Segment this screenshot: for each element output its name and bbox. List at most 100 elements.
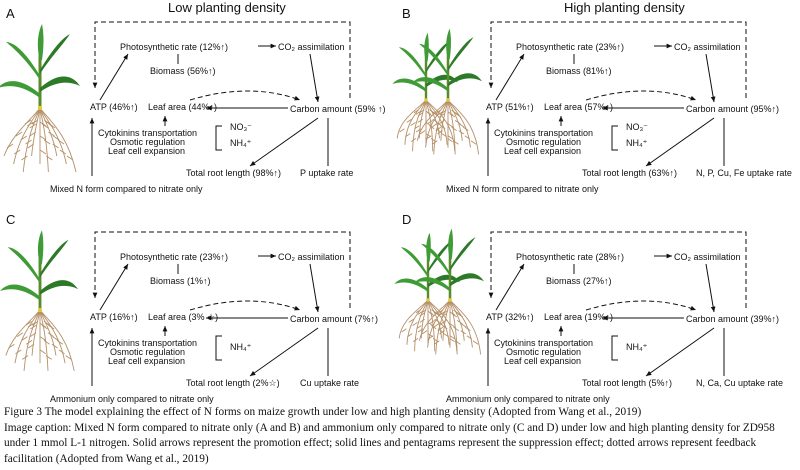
maize-plant [0,230,78,371]
arrow-co2-carbon [705,263,716,313]
maize-plant [412,28,482,155]
co2-assimilation-label: CO₂ assimilation [278,42,345,52]
maize-leaves [0,24,80,98]
root-system [5,309,75,371]
leaf-cell-expansion-label: Leaf cell expansion [504,356,581,366]
maize-leaves [0,230,78,301]
figure-caption: Figure 3 The model explaining the effect… [4,405,796,467]
atp-label: ATP (46%↑) [90,102,138,112]
co2-assimilation-label: CO₂ assimilation [674,42,741,52]
osmotic-regulation-label: Osmotic regulation [506,347,581,357]
leaf-cell-expansion-label: Leaf cell expansion [108,146,185,156]
panel-d: D Photosynthetic rate (28%↑) CO₂ assimilat… [394,212,783,404]
ion-label: NO₃⁻ [626,122,648,132]
total-root-length-label: Total root length (2%☆) [186,378,280,388]
maize-plant [414,228,484,355]
arrow-carbon-rootlength [645,327,715,377]
carbon-amount-label: Carbon amount (95%↑) [686,104,779,114]
stem-node [424,98,428,102]
leaf-area-label: Leaf area (19%↑) [544,312,613,322]
carbon-amount-label: Carbon amount (59% ↑) [290,104,386,114]
arrow-carbon-rootlength [249,117,319,167]
leaf-area-label: Leaf area (3% ☆) [148,312,218,322]
ion-label: NH₄⁺ [626,342,648,352]
biomass-label: Biomass (81%↑) [546,66,612,76]
feedback-leafarea-carbon [189,90,301,101]
total-root-length-label: Total root length (5%↑) [582,378,672,388]
arrow-co2-carbon [309,53,320,103]
stem-node [37,307,43,313]
feedback-arrow [92,21,351,98]
panel-letter: D [402,212,411,227]
feedback-arrow [92,231,351,308]
ion-bracket [611,335,618,361]
feedback-arrow [488,231,747,308]
photosynthetic-rate-label: Photosynthetic rate (28%↑) [516,252,624,262]
panel-footer-label: Mixed N form compared to nitrate only [446,184,599,194]
stem-node [37,105,43,111]
leaf-area-label: Leaf area (44%↑) [148,102,217,112]
leaf-cell-expansion-label: Leaf cell expansion [504,146,581,156]
photosynthetic-rate-label: Photosynthetic rate (12%↑) [120,42,228,52]
biomass-label: Biomass (27%↑) [546,276,612,286]
root-system [418,299,482,355]
panel-letter: B [402,6,411,21]
cytokinins-transportation-label: Cytokinins transportation [98,128,197,138]
photosynthetic-rate-label: Photosynthetic rate (23%↑) [120,252,228,262]
total-root-length-label: Total root length (98%↑) [186,168,281,178]
arrow-atp-photosynthesis [99,263,129,311]
panel-footer-label: Ammonium only compared to nitrate only [446,394,610,404]
uptake-rate-label: Cu uptake rate [300,378,359,388]
figure-caption-description: Image caption: Mixed N form compared to … [4,421,775,465]
feedback-arrow [488,21,747,98]
stem-node [426,298,430,302]
arrow-co2-carbon [309,263,320,313]
arrow-co2-carbon [705,53,716,103]
arrow-atp-photosynthesis [495,263,525,311]
panel-letter: C [6,212,15,227]
feedback-leafarea-carbon [585,90,697,101]
osmotic-regulation-label: Osmotic regulation [110,137,185,147]
panel-letter: A [6,6,15,21]
panel-heading: High planting density [564,0,685,15]
biomass-label: Biomass (1%↑) [150,276,211,286]
carbon-amount-label: Carbon amount (39%↑) [686,314,779,324]
arrow-carbon-rootlength [249,327,319,377]
co2-assimilation-label: CO₂ assimilation [674,252,741,262]
uptake-rate-label: P uptake rate [300,168,353,178]
stem-node [448,298,452,302]
ion-label: NH₄⁺ [626,138,648,148]
atp-label: ATP (32%↑) [486,312,534,322]
arrow-atp-photosynthesis [495,53,525,101]
arrow-carbon-rootlength [645,117,715,167]
ion-label: NH₄⁺ [230,342,252,352]
maize-plant [392,32,458,152]
leaf-area-label: Leaf area (57%↑) [544,102,613,112]
feedback-leafarea-carbon [585,300,697,311]
stem-node [446,98,450,102]
ion-label: NH₄⁺ [230,138,252,148]
panel-footer-label: Mixed N form compared to nitrate only [50,184,203,194]
maize-leaves [414,228,484,292]
photosynthetic-rate-label: Photosynthetic rate (23%↑) [516,42,624,52]
feedback-leafarea-carbon [189,300,301,311]
figure-caption-title: Figure 3 The model explaining the effect… [4,406,642,418]
panel-heading: Low planting density [168,0,286,15]
cytokinins-transportation-label: Cytokinins transportation [98,338,197,348]
osmotic-regulation-label: Osmotic regulation [110,347,185,357]
carbon-amount-label: Carbon amount (7%↑) [290,314,378,324]
co2-assimilation-label: CO₂ assimilation [278,252,345,262]
maize-leaves [412,28,482,92]
total-root-length-label: Total root length (63%↑) [582,168,677,178]
panel-footer-label: Ammonium only compared to nitrate only [50,394,214,404]
ion-label: NO₃⁻ [230,122,252,132]
atp-label: ATP (51%↑) [486,102,534,112]
uptake-rate-label: N, P, Cu, Fe uptake rate [696,168,792,178]
cytokinins-transportation-label: Cytokinins transportation [494,338,593,348]
root-system [396,99,456,152]
biomass-label: Biomass (56%↑) [150,66,216,76]
osmotic-regulation-label: Osmotic regulation [506,137,581,147]
root-system [3,107,77,173]
